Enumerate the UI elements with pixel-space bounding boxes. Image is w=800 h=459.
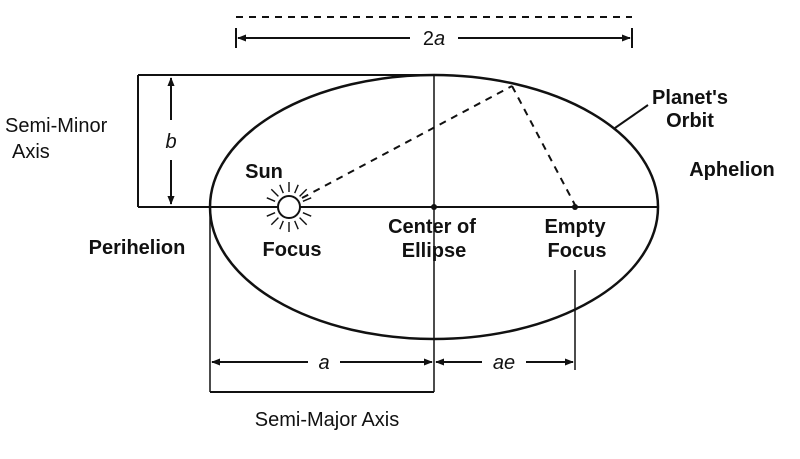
empty-focus-label-line2: Focus <box>548 240 607 262</box>
ae-label: ae <box>493 352 515 374</box>
sun-label: Sun <box>245 161 283 183</box>
aphelion-label: Aphelion <box>689 159 775 181</box>
planets-orbit-label-line2: Orbit <box>666 110 714 132</box>
center-label-line1: Center of <box>388 216 476 238</box>
a-label: a <box>318 352 329 374</box>
planet-to-empty-focus-dashed <box>511 85 576 206</box>
semi-minor-label-line1: Semi-Minor <box>5 115 108 137</box>
semi-major-axis-label: Semi-Major Axis <box>255 409 399 431</box>
semi-minor-label-line2: Axis <box>12 141 50 163</box>
center-label-line2: Ellipse <box>402 240 466 262</box>
empty-focus-dot <box>572 204 578 210</box>
planets-orbit-label-line1: Planet's <box>652 87 728 109</box>
sun-to-planet-dashed <box>301 85 513 199</box>
center-dot <box>431 204 437 210</box>
perihelion-label: Perihelion <box>89 237 186 259</box>
empty-focus-label-line1: Empty <box>544 216 606 238</box>
two-a-label: 2a <box>423 28 445 50</box>
orbit-leader-line <box>614 104 649 129</box>
b-label: b <box>165 131 176 153</box>
focus-label: Focus <box>263 239 322 261</box>
sun-icon <box>264 182 314 232</box>
